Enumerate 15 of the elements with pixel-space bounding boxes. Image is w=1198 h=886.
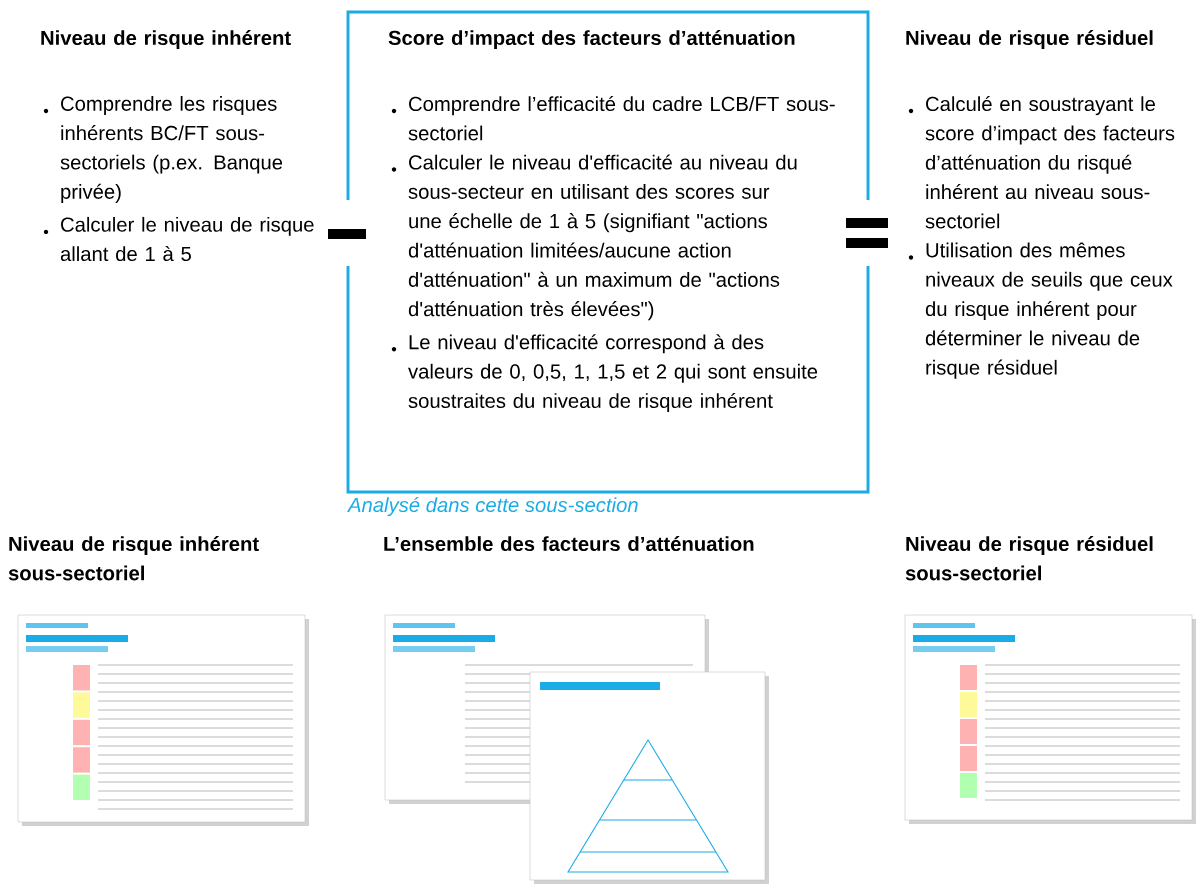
bullet-item: Le niveau d'efficacité correspond à des valeurs de 0, 0,5, 1, 1,5 et 2 qui sont ensuite soustraites du niveau de risque inhérent <box>391 334 818 413</box>
bullet-item: Calculer le niveau de risque allant de 1 à 5 <box>43 216 314 262</box>
heading: Score d’impact des facteurs d’atténuation <box>388 30 795 50</box>
heading: L’ensemble des facteurs d’atténuation <box>384 536 754 552</box>
heading: Niveau de risque inhérent sous-sectoriel <box>8 536 259 581</box>
heading: Niveau de risque résiduel <box>906 30 1153 50</box>
bullet-item: Comprendre l’efficacité du cadre LCB/FT sous-sectoriel <box>391 96 835 141</box>
bullet-item: Calculé en soustrayant le score d’impact des facteurs d’atténuation du risqué inhérent au niveau sous-sectoriel <box>908 96 1175 229</box>
heading: Niveau de risque résiduel sous-sectoriel <box>905 536 1153 581</box>
bullet-item: Utilisation des mêmes niveaux de seuils que ceux du risque inhérent pour déterminer le niveau de risque résiduel <box>908 242 1173 379</box>
heading: Niveau de risque inhérent <box>41 30 291 50</box>
bullet-item: Comprendre les risques inhérents BC/FT sous-sectoriels (p.ex. Banque privée) <box>43 96 283 203</box>
annotation: Analysé dans cette sous-section <box>347 497 638 517</box>
bullet-item: Calculer le niveau d'efficacité au niveau du sous-secteur en utilisant des scores sur une échelle de 1 à 5 (signifiant "actions d'atténuation limitées/aucune action d'atténuation" à un maximum de "actions d'atténuation très élevées") <box>391 154 797 321</box>
framed-box <box>346 10 870 494</box>
